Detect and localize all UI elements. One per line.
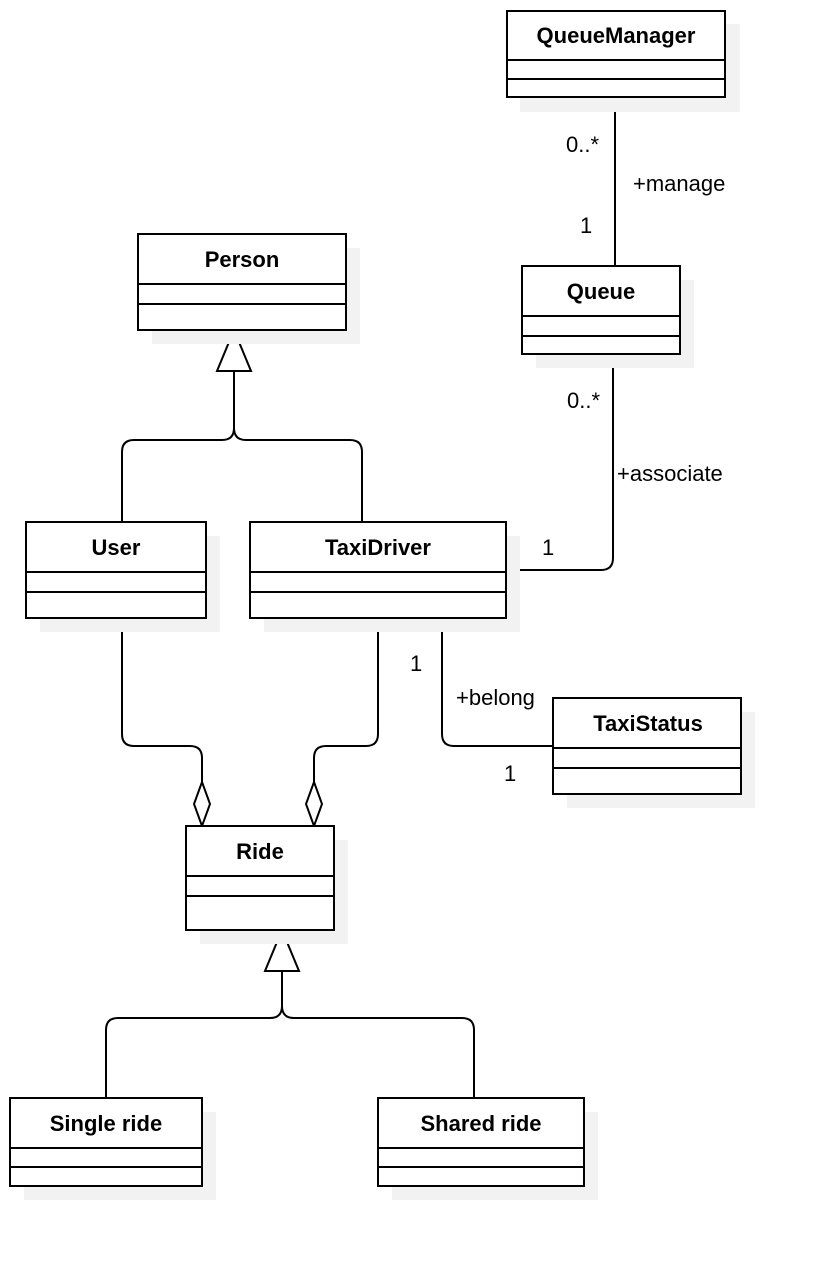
person-class-name: Person: [205, 247, 280, 272]
associate-role-label: +associate: [617, 461, 723, 486]
class-ride[interactable]: Ride: [185, 825, 348, 944]
person-inheritance-arrow: [215, 327, 253, 372]
queue-class-name: Queue: [567, 279, 635, 304]
user-class-name: User: [92, 535, 141, 560]
manage-queuemanager-multiplicity: 0..*: [566, 132, 599, 157]
taxistatus-class-name: TaxiStatus: [593, 711, 703, 736]
class-queue[interactable]: Queue: [521, 265, 694, 368]
queuemanager-class-name: QueueManager: [537, 23, 696, 48]
class-queuemanager[interactable]: QueueManager: [506, 10, 740, 112]
belong-association-line: [441, 618, 553, 747]
single-ride-generalization-line: [105, 971, 283, 1098]
shared-ride-class-name: Shared ride: [420, 1111, 541, 1136]
ride-class-name: Ride: [236, 839, 284, 864]
shared-ride-generalization-line: [281, 1005, 475, 1098]
class-taxidriver[interactable]: TaxiDriver: [249, 521, 520, 632]
belong-taxidriver-multiplicity: 1: [410, 651, 422, 676]
belong-role-label: +belong: [456, 685, 535, 710]
class-user[interactable]: User: [25, 521, 220, 632]
class-taxistatus[interactable]: TaxiStatus: [552, 697, 755, 808]
taxidriver-generalization-line: [233, 427, 363, 522]
taxidriver-class-name: TaxiDriver: [325, 535, 431, 560]
class-single-ride[interactable]: Single ride: [9, 1097, 216, 1200]
class-person[interactable]: Person: [137, 233, 360, 344]
taxidriver-aggregation-diamond: [304, 779, 324, 829]
taxidriver-ride-aggregation-line: [313, 618, 379, 782]
user-ride-aggregation-line: [121, 618, 203, 782]
user-aggregation-diamond: [192, 779, 212, 829]
class-shared-ride[interactable]: Shared ride: [377, 1097, 598, 1200]
manage-queue-multiplicity: 1: [580, 213, 592, 238]
user-generalization-line: [121, 371, 235, 522]
belong-taxistatus-multiplicity: 1: [504, 761, 516, 786]
associate-association-line: [506, 354, 614, 571]
associate-queue-multiplicity: 0..*: [567, 388, 600, 413]
associate-taxidriver-multiplicity: 1: [542, 535, 554, 560]
single-ride-class-name: Single ride: [50, 1111, 162, 1136]
manage-role-label: +manage: [633, 171, 725, 196]
ride-inheritance-arrow: [263, 927, 301, 972]
